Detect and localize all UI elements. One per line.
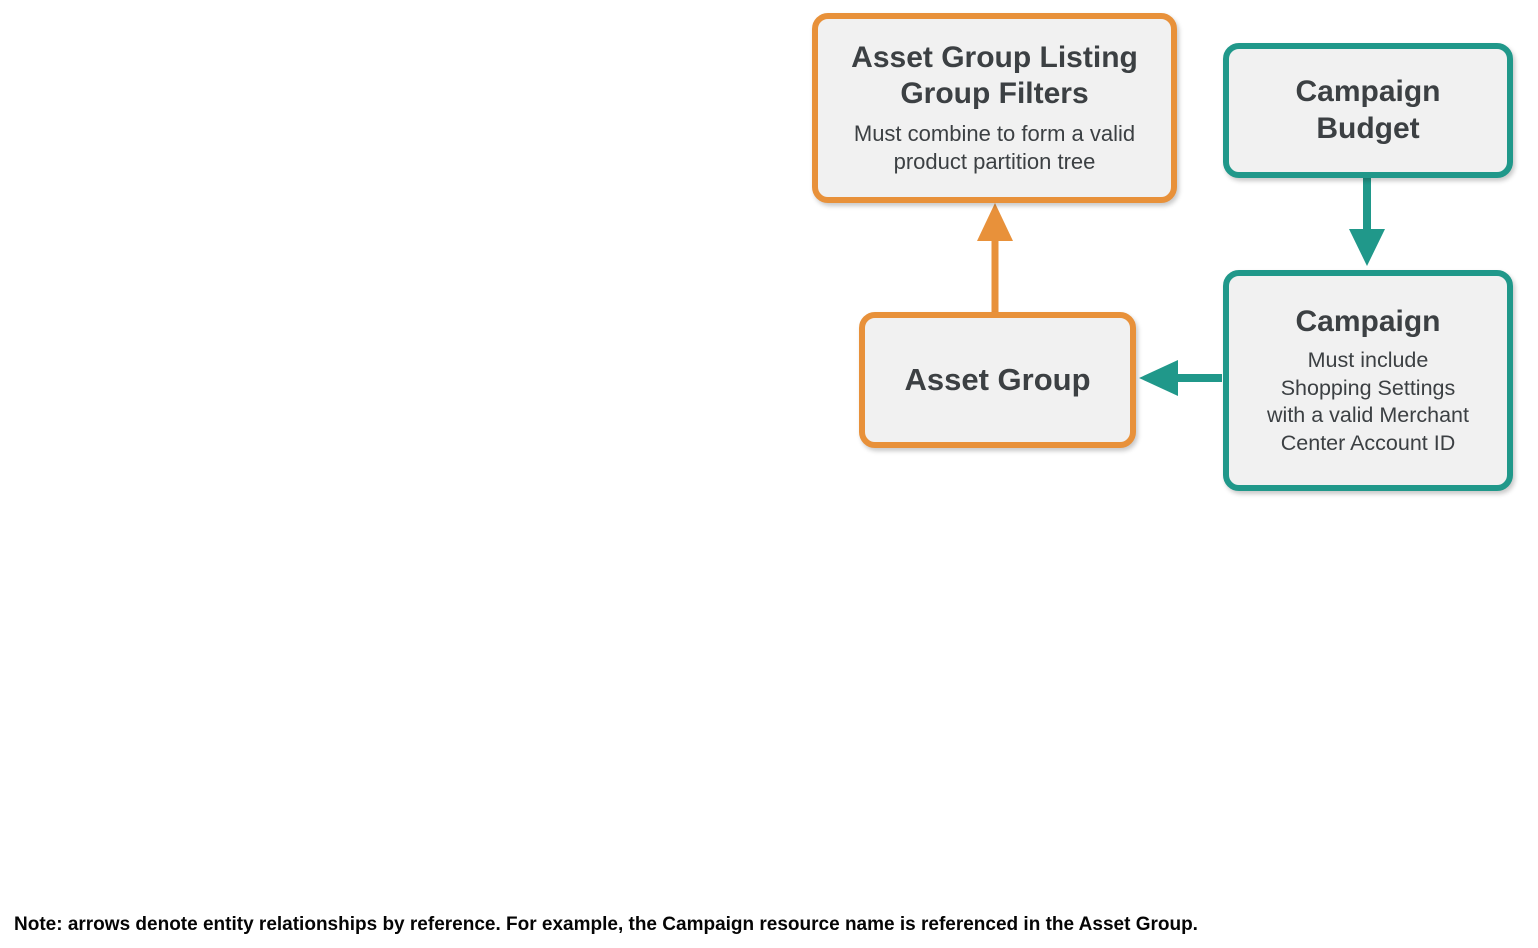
node-asset-group: Asset Group [859, 312, 1136, 448]
node-campaign: Campaign Must include Shopping Settings … [1223, 270, 1513, 491]
node-title: Campaign [1295, 304, 1441, 338]
footnote: Note: arrows denote entity relationships… [14, 914, 1198, 935]
node-subtitle: Must include Shopping Settings with a va… [1267, 348, 1469, 455]
node-title: Campaign Budget [1295, 74, 1441, 145]
node-campaign-budget: Campaign Budget [1223, 43, 1513, 178]
arrow-campaign-to-asset-group [1139, 360, 1222, 396]
node-asset-group-listing-group-filters: Asset Group Listing Group Filters Must c… [812, 13, 1177, 203]
node-subtitle: Must combine to form a valid product par… [853, 120, 1136, 175]
node-title: Asset Group Listing Group Filters [851, 40, 1138, 111]
node-title: Asset Group [904, 362, 1091, 398]
arrow-campaign-budget-to-campaign [1349, 178, 1385, 266]
arrow-asset-group-to-listing-filters [977, 203, 1013, 313]
